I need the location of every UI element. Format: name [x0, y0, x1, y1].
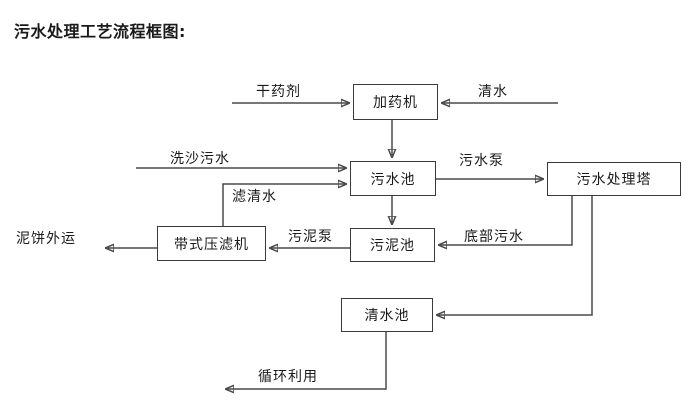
terminal-label-mud-cake-transport: 泥饼外运 [16, 231, 76, 247]
page-title: 污水处理工艺流程框图: [14, 22, 186, 41]
wire-clean-to-recycle [226, 332, 387, 389]
wire-beltpress-to-sewage [222, 184, 346, 226]
node-sewage-pool[interactable]: 污水池 [350, 161, 436, 196]
node-label: 污水池 [370, 171, 416, 188]
edge-label-dry-agent: 干药剂 [256, 84, 301, 100]
node-sludge-pool[interactable]: 污泥池 [350, 228, 435, 262]
node-label: 清水池 [364, 308, 410, 324]
wire-tower-to-clean [437, 196, 593, 315]
node-sewage-treatment-tower[interactable]: 污水处理塔 [547, 162, 681, 196]
wire-tower-to-sludge [439, 196, 573, 245]
node-belt-filter-press[interactable]: 带式压滤机 [157, 226, 266, 261]
node-clean-water-pool[interactable]: 清水池 [341, 298, 433, 332]
node-label: 带式压滤机 [174, 236, 249, 253]
edge-label-sludge-pump: 污泥泵 [288, 229, 333, 245]
edge-label-filtrate-water: 滤清水 [232, 189, 277, 205]
edge-label-sewage-pump: 污水泵 [459, 153, 504, 169]
node-dosing-machine[interactable]: 加药机 [353, 84, 438, 120]
node-label: 污泥池 [370, 238, 415, 254]
node-label: 污水处理塔 [576, 172, 652, 188]
edge-label-clear-water: 清水 [478, 84, 508, 100]
edge-label-bottom-sewage: 底部污水 [464, 229, 524, 245]
node-label: 加药机 [373, 95, 418, 111]
edge-label-sand-washing-sewage: 洗沙污水 [170, 151, 230, 167]
edge-label-recycle-reuse: 循环利用 [258, 369, 318, 385]
